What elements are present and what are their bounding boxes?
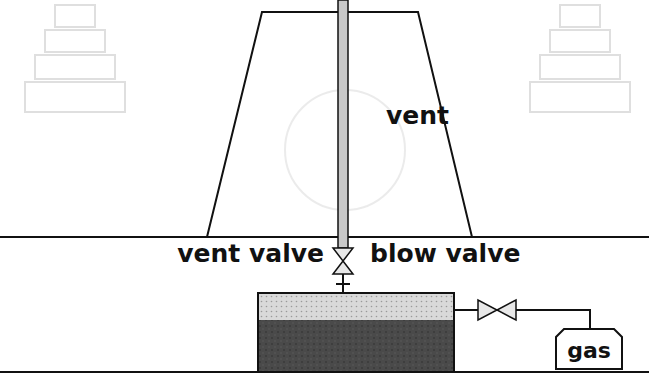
- part-label: blow valve: [370, 240, 520, 268]
- tank-air: [258, 293, 454, 320]
- node-text: gas: [555, 328, 623, 363]
- blow-valve-symbol: [478, 300, 516, 320]
- part-label: vent valve: [177, 240, 324, 268]
- surface-line: [0, 236, 649, 238]
- bottle-shape: [556, 329, 622, 369]
- valve-stem: [336, 283, 350, 285]
- gas-bottle: gas: [555, 328, 623, 370]
- tank-water: [258, 320, 454, 372]
- vent-pipe: [338, 0, 348, 248]
- blow-pipe: [516, 310, 590, 328]
- ballast-tank: [258, 293, 454, 372]
- blow-pipe: [454, 309, 478, 311]
- part-label: vent: [386, 102, 449, 130]
- watermark: [25, 5, 630, 210]
- vent-valve-symbol: [333, 248, 353, 274]
